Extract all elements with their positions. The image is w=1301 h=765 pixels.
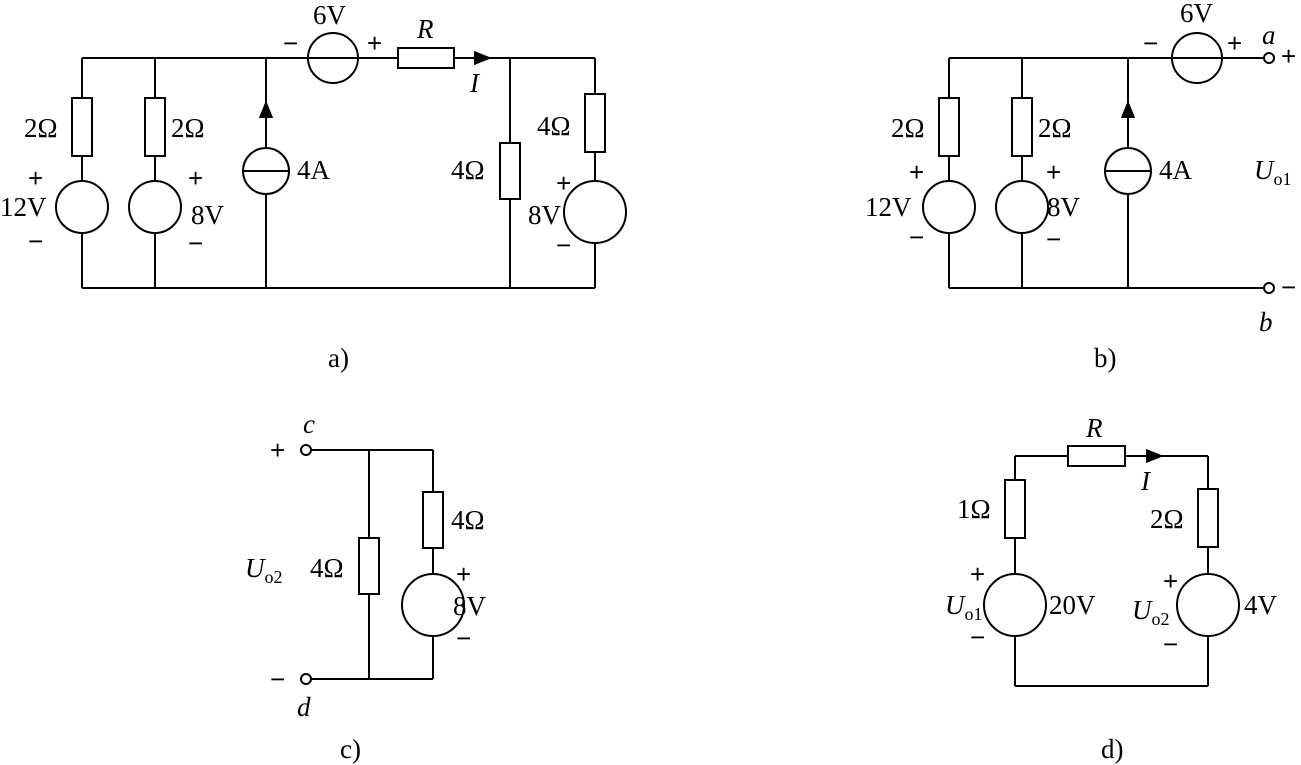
voltage-source-12v <box>55 180 109 234</box>
minus-8v-right: − <box>556 230 571 260</box>
resistor-4ohm-series <box>584 93 606 153</box>
label-4v: 4V <box>1244 590 1278 620</box>
plus-6v: + <box>367 28 382 58</box>
minus-6v: − <box>283 28 298 58</box>
plus-12v: + <box>909 157 924 187</box>
label-1ohm: 1Ω <box>957 494 991 524</box>
label-Uo2: Uo2 <box>245 553 283 587</box>
label-20v: 20V <box>1049 590 1096 620</box>
minus-6v: − <box>1143 28 1158 58</box>
caption-b: b) <box>1094 343 1117 373</box>
resistor-2ohm-middle <box>144 97 166 157</box>
label-I: I <box>469 68 481 98</box>
label-6v: 6V <box>313 0 347 30</box>
minus-b: − <box>1281 272 1296 302</box>
minus-8v-left: − <box>188 228 203 258</box>
panel-d: R I 1Ω 2Ω + Uo1 − 20V + Uo2 − 4V d) <box>945 413 1278 764</box>
plus-a: + <box>1281 41 1296 71</box>
plus-4v: + <box>1163 566 1178 596</box>
label-R: R <box>416 14 434 44</box>
voltage-source-8v-right <box>563 180 627 244</box>
label-8v-left: 8V <box>191 200 225 230</box>
minus-8v: − <box>1046 224 1061 254</box>
label-2ohm-left: 2Ω <box>24 113 58 143</box>
label-8v: 8V <box>1047 192 1081 222</box>
label-4ohm-shunt: 4Ω <box>310 553 344 583</box>
plus-12v: + <box>28 163 43 193</box>
label-Uo2: Uo2 <box>1132 595 1170 629</box>
label-8v-right: 8V <box>528 200 562 230</box>
label-4a: 4A <box>297 155 331 185</box>
minus-12v: − <box>909 222 924 252</box>
minus-12v: − <box>28 226 43 256</box>
terminal-a <box>1263 52 1275 64</box>
resistor-4ohm-series <box>422 491 444 549</box>
label-R: R <box>1085 413 1103 443</box>
resistor-2ohm <box>1197 488 1219 548</box>
minus-d: − <box>270 664 285 694</box>
voltage-source-4v <box>1176 573 1240 637</box>
label-4a: 4A <box>1159 155 1193 185</box>
label-8v: 8V <box>453 591 487 621</box>
plus-6v: + <box>1227 28 1242 58</box>
caption-d: d) <box>1101 734 1124 764</box>
resistor-4ohm-shunt <box>499 142 521 200</box>
terminal-b <box>1263 282 1275 294</box>
label-terminal-c: c <box>303 409 315 439</box>
panel-b: 2Ω 2Ω + 12V − + 8V − 6V − + 4A a + b − U… <box>865 0 1296 373</box>
plus-8v: + <box>1046 157 1061 187</box>
label-4ohm-shunt: 4Ω <box>451 155 485 185</box>
panel-a: 2Ω 2Ω + 12V − + 8V − 6V − + R I 4A 4Ω 4Ω… <box>0 0 627 373</box>
voltage-source-12v <box>922 180 976 234</box>
terminal-d <box>300 673 312 685</box>
resistor-R <box>397 47 455 69</box>
label-2ohm: 2Ω <box>1150 504 1184 534</box>
resistor-2ohm-middle <box>1011 97 1033 157</box>
plus-8v: + <box>456 559 471 589</box>
panel-c: + c − d Uo2 4Ω 4Ω + 8V − c) <box>245 409 487 764</box>
resistor-2ohm-left <box>938 97 960 157</box>
label-2ohm-middle: 2Ω <box>1038 113 1072 143</box>
label-12v: 12V <box>865 192 912 222</box>
resistor-4ohm-shunt <box>358 537 380 595</box>
minus-8v: − <box>456 623 471 653</box>
label-6v: 6V <box>1180 0 1214 28</box>
panel-a-wires <box>81 57 596 289</box>
label-Uo1: Uo1 <box>945 590 983 624</box>
resistor-2ohm-left <box>71 97 93 157</box>
plus-8v-left: + <box>188 163 203 193</box>
label-2ohm-left: 2Ω <box>891 113 925 143</box>
plus-8v-right: + <box>556 168 571 198</box>
voltage-source-8v <box>995 180 1049 234</box>
label-terminal-d: d <box>297 692 311 722</box>
resistor-1ohm <box>1004 479 1026 539</box>
label-Uo1: Uo1 <box>1254 155 1292 189</box>
plus-20v: + <box>970 559 985 589</box>
plus-c: + <box>270 435 285 465</box>
minus-4v: − <box>1163 629 1178 659</box>
label-I: I <box>1140 466 1152 496</box>
caption-c: c) <box>340 734 361 764</box>
minus-20v: − <box>970 622 985 652</box>
label-2ohm-middle: 2Ω <box>171 113 205 143</box>
panel-d-wires <box>1014 455 1209 687</box>
voltage-source-8v-left <box>128 180 182 234</box>
terminal-c <box>300 444 312 456</box>
label-12v: 12V <box>0 192 47 222</box>
caption-a: a) <box>328 343 349 373</box>
resistor-R <box>1067 445 1126 467</box>
voltage-source-20v <box>983 573 1047 637</box>
panel-c-wires <box>311 449 434 680</box>
label-4ohm-series: 4Ω <box>537 111 571 141</box>
label-4ohm-series: 4Ω <box>451 505 485 535</box>
voltage-source-8v <box>401 573 465 637</box>
label-terminal-b: b <box>1259 307 1273 337</box>
label-terminal-a: a <box>1262 20 1276 50</box>
